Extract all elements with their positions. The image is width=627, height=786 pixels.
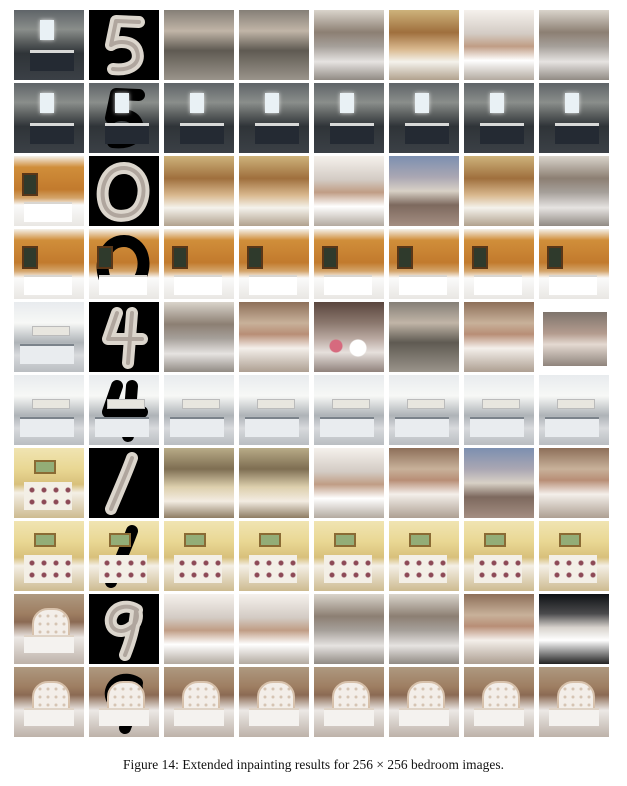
inpainted-bedroom-image: [389, 667, 459, 737]
masked-input-image: [89, 521, 159, 591]
inpainted-bedroom-image: [464, 667, 534, 737]
inpainted-bedroom-image: [539, 594, 609, 664]
inpainted-bedroom-image: [239, 521, 309, 591]
inpainted-bedroom-image: [164, 521, 234, 591]
inpainted-bedroom-image: [239, 375, 309, 445]
inpainted-bedroom-image: [164, 83, 234, 153]
inpainted-bedroom-image: [464, 375, 534, 445]
masked-input-image: [89, 667, 159, 737]
inpainted-bedroom-image: [539, 156, 609, 226]
inpainted-bedroom-image: [314, 667, 384, 737]
inpainted-bedroom-image: [539, 667, 609, 737]
inpainted-bedroom-image: [239, 448, 309, 518]
original-bedroom-image: [14, 229, 84, 299]
inpainted-bedroom-image: [464, 594, 534, 664]
digit-mask-shape: [89, 10, 159, 80]
inpainted-bedroom-image: [389, 156, 459, 226]
masked-input-image: [89, 375, 159, 445]
inpainted-bedroom-image: [464, 448, 534, 518]
masked-input-image: [89, 83, 159, 153]
masked-input-image: [89, 229, 159, 299]
inpainted-bedroom-image: [389, 375, 459, 445]
inpainted-bedroom-image: [389, 594, 459, 664]
inpainted-bedroom-image: [389, 10, 459, 80]
inpainted-bedroom-image: [539, 83, 609, 153]
inpainted-bedroom-image: [164, 375, 234, 445]
digit-mask-shape: [105, 88, 145, 149]
inpainted-bedroom-image: [389, 83, 459, 153]
original-bedroom-image: [14, 375, 84, 445]
original-bedroom-image: [14, 667, 84, 737]
masked-input-image: [89, 10, 159, 80]
inpainted-bedroom-image: [239, 229, 309, 299]
inpainted-bedroom-image: [539, 302, 609, 372]
inpainted-bedroom-image: [539, 229, 609, 299]
inpainted-bedroom-image: [314, 83, 384, 153]
inpainted-bedroom-image: [239, 667, 309, 737]
inpainted-bedroom-image: [539, 375, 609, 445]
inpainted-bedroom-image: [314, 229, 384, 299]
inpainted-bedroom-image: [164, 302, 234, 372]
digit-mask-shape: [89, 302, 159, 372]
digit-mask-shape: [104, 673, 143, 734]
inpainted-bedroom-image: [314, 156, 384, 226]
digit-mask-shape: [102, 380, 148, 442]
inpainted-bedroom-image: [464, 156, 534, 226]
original-bedroom-image: [14, 594, 84, 664]
inpainted-bedroom-image: [389, 302, 459, 372]
inpainted-bedroom-image: [314, 594, 384, 664]
digit-mask-shape: [96, 235, 150, 295]
original-bedroom-image: [14, 83, 84, 153]
inpainted-bedroom-image: [164, 229, 234, 299]
inpainted-bedroom-image: [464, 83, 534, 153]
inpainted-bedroom-image: [464, 521, 534, 591]
inpainted-bedroom-image: [464, 229, 534, 299]
inpainted-bedroom-image: [239, 10, 309, 80]
digit-mask-shape: [89, 448, 159, 518]
digit-mask-shape: [89, 594, 159, 664]
original-bedroom-image: [14, 302, 84, 372]
inpainted-bedroom-image: [389, 521, 459, 591]
inpainted-bedroom-image: [239, 156, 309, 226]
inpainted-bedroom-image: [164, 156, 234, 226]
masked-input-image: [89, 448, 159, 518]
inpainted-bedroom-image: [164, 667, 234, 737]
inpainted-bedroom-image: [539, 448, 609, 518]
inpainted-bedroom-image: [539, 10, 609, 80]
original-bedroom-image: [14, 521, 84, 591]
inpainted-bedroom-image: [389, 229, 459, 299]
masked-input-image: [89, 156, 159, 226]
inpainted-bedroom-image: [164, 10, 234, 80]
inpainted-bedroom-image: [314, 521, 384, 591]
original-bedroom-image: [14, 10, 84, 80]
masked-input-image: [89, 302, 159, 372]
inpainted-bedroom-image: [314, 375, 384, 445]
digit-mask-shape: [89, 156, 159, 226]
digit-mask-shape: [105, 525, 138, 588]
figure: [14, 10, 610, 746]
inpainted-bedroom-image: [239, 83, 309, 153]
inpainted-bedroom-image: [239, 594, 309, 664]
inpainted-bedroom-image: [464, 302, 534, 372]
inpainted-bedroom-image: [164, 594, 234, 664]
original-bedroom-image: [14, 448, 84, 518]
inpainting-grid: [14, 10, 610, 737]
inpainted-bedroom-image: [314, 10, 384, 80]
inpainted-bedroom-image: [239, 302, 309, 372]
inpainted-bedroom-image: [314, 448, 384, 518]
masked-input-image: [89, 594, 159, 664]
original-bedroom-image: [14, 156, 84, 226]
inpainted-bedroom-image: [164, 448, 234, 518]
inpainted-bedroom-image: [464, 10, 534, 80]
inpainted-bedroom-image: [389, 448, 459, 518]
figure-caption: Figure 14: Extended inpainting results f…: [123, 757, 504, 772]
inpainted-bedroom-image: [314, 302, 384, 372]
inpainted-bedroom-image: [539, 521, 609, 591]
